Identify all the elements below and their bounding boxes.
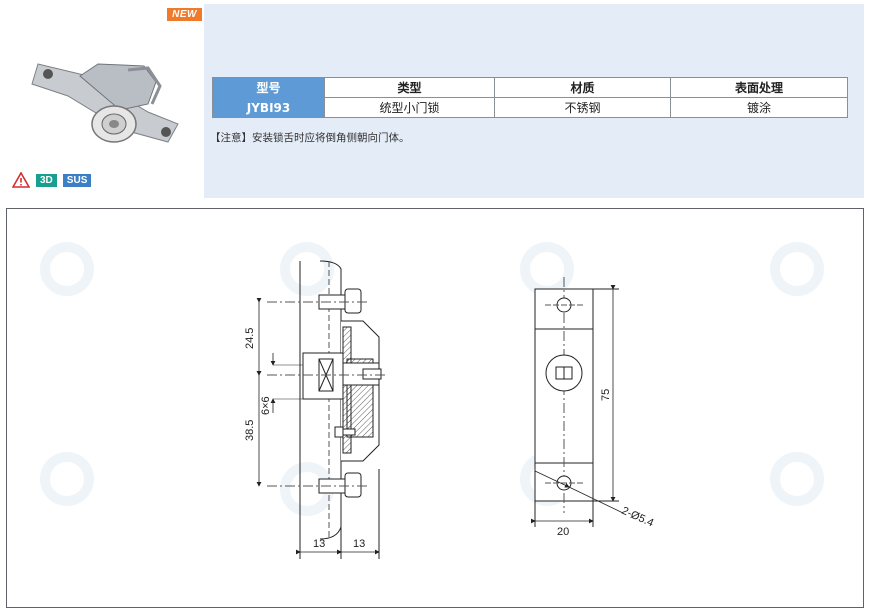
side-view: [267, 260, 387, 559]
dim-13-left: 13: [313, 538, 325, 550]
dim-24-5: 24.5: [244, 328, 256, 349]
header-model: 型号: [212, 77, 325, 98]
cell-type: 统型小门锁: [324, 97, 495, 118]
badge-sus: SUS: [62, 173, 92, 187]
watermark-logos: [40, 242, 824, 516]
dim-6x6: 6×6: [260, 396, 272, 415]
badge-3d: 3D: [36, 173, 57, 187]
cell-material: 不锈钢: [494, 97, 671, 118]
cell-model: JYBI93: [212, 97, 325, 118]
install-note: 【注意】安装锁舌时应将倒角侧朝向门体。: [210, 132, 410, 144]
warning-icon: [12, 172, 30, 188]
header-finish: 表面处理: [670, 77, 848, 98]
dim-75: 75: [600, 389, 612, 401]
dim-hole: 2-Ø5.4: [620, 505, 656, 530]
new-badge: NEW: [167, 8, 202, 21]
technical-drawing: 24.5 6×6 38.5 13 13: [40, 242, 824, 559]
dim-38-5: 38.5: [244, 420, 256, 441]
front-view-dimensions: [531, 285, 624, 524]
cell-finish: 镀涂: [670, 97, 848, 118]
spec-table: 型号 类型 材质 表面处理 JYBI93 统型小门锁 不锈钢 镀涂: [212, 77, 848, 118]
dim-20: 20: [557, 526, 569, 538]
product-photo: [31, 63, 179, 143]
header-material: 材质: [494, 77, 671, 98]
spec-data-row: JYBI93 统型小门锁 不锈钢 镀涂: [212, 97, 848, 118]
product-photo-box: NEW 3D SUS: [6, 4, 204, 198]
front-view: [534, 277, 619, 527]
spec-header-row: 型号 类型 材质 表面处理: [212, 77, 848, 98]
dim-13-right: 13: [353, 538, 365, 550]
side-view-dimensions: [256, 298, 380, 555]
feature-badges: 3D SUS: [12, 172, 92, 188]
technical-drawing-panel: 24.5 6×6 38.5 13 13: [6, 208, 864, 608]
header-type: 类型: [324, 77, 495, 98]
